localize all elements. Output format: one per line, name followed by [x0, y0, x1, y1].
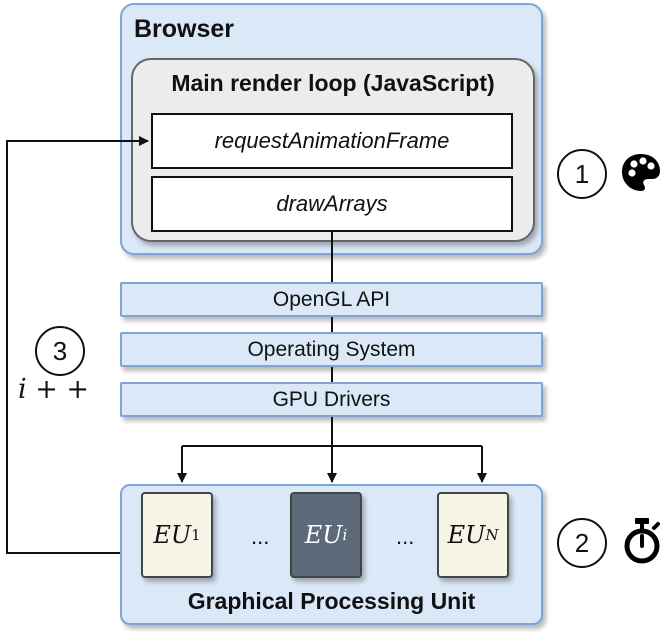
eu-subscript: N	[485, 526, 499, 544]
step-1-marker: 1	[557, 149, 607, 199]
eu-base: EU	[153, 521, 192, 549]
request-animation-frame-label: requestAnimationFrame	[214, 128, 450, 153]
eu-subscript: 1	[191, 526, 201, 544]
layer-label: GPU Drivers	[272, 387, 391, 411]
browser-title: Browser	[134, 15, 235, 43]
increment-caption: i + +	[18, 374, 90, 405]
eu-base: EU	[447, 521, 486, 549]
render-loop-title: Main render loop (JavaScript)	[171, 70, 495, 96]
step-2-marker: 2	[557, 518, 607, 568]
layer-gpu-drivers: GPU Drivers	[120, 382, 543, 417]
request-animation-frame-box: requestAnimationFrame	[151, 113, 513, 169]
feedback-loop-arrow	[6, 136, 149, 554]
step-3-marker: 3	[35, 326, 85, 376]
ellipsis: ...	[251, 524, 270, 549]
stopwatch-icon	[624, 518, 660, 564]
draw-arrays-box: drawArrays	[151, 176, 513, 232]
step-number: 1	[574, 158, 590, 189]
layer-label: Operating System	[247, 337, 416, 361]
layer-label: OpenGL API	[272, 287, 391, 311]
palette-icon	[622, 154, 660, 191]
layer-opengl-api: OpenGL API	[120, 282, 543, 317]
draw-arrays-label: drawArrays	[276, 191, 388, 216]
eu-subscript: i	[342, 526, 348, 544]
gpu-title: Graphical Processing Unit	[187, 588, 476, 614]
step-number: 2	[574, 527, 590, 558]
layer-operating-system: Operating System	[120, 332, 543, 367]
ellipsis: ...	[396, 524, 415, 549]
step-number: 3	[52, 335, 68, 366]
eu-base: EU	[304, 521, 343, 549]
